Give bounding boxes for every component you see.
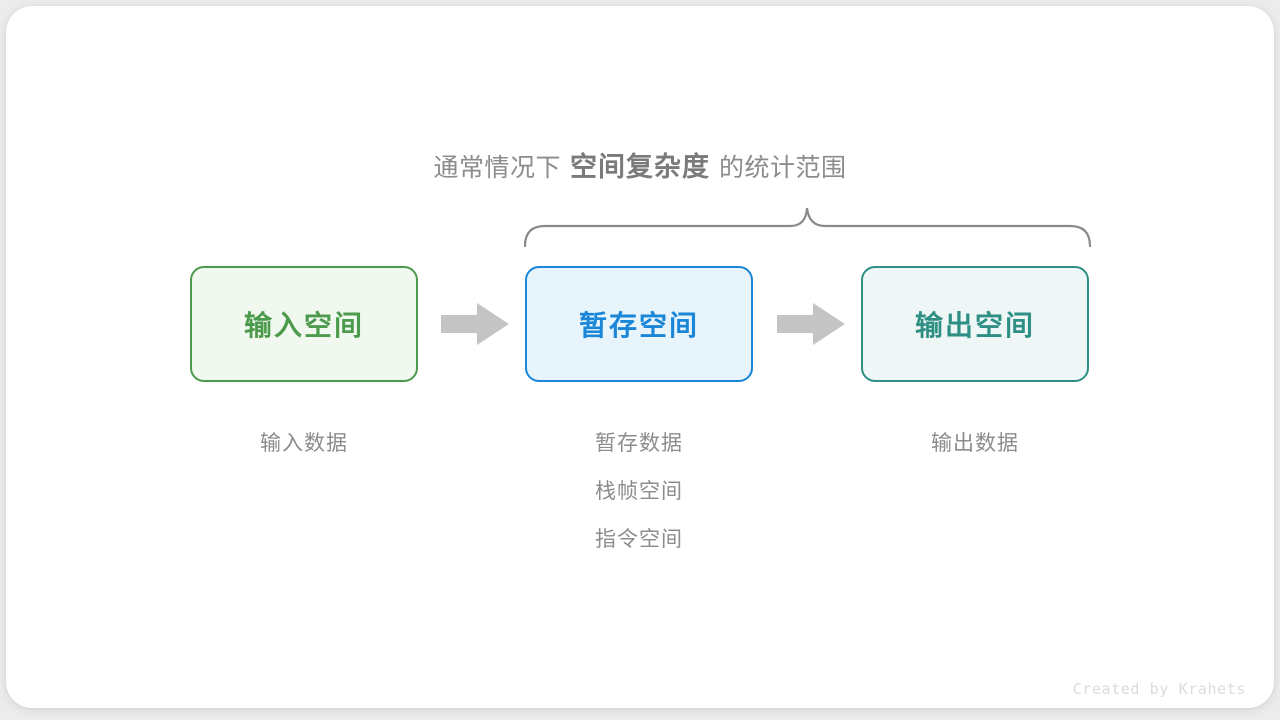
scope-heading-emphasis: 空间复杂度 xyxy=(570,152,710,182)
box-output-space-label: 输出空间 xyxy=(914,310,1035,341)
caption-line: 输入数据 xyxy=(260,432,348,455)
caption-line: 指令空间 xyxy=(595,528,683,551)
watermark-credit: Created by Krahets xyxy=(1072,680,1246,698)
caption-output-space: 输出数据 xyxy=(861,420,1089,468)
box-output-space[interactable]: 输出空间 xyxy=(861,266,1089,382)
caption-line: 输出数据 xyxy=(931,432,1019,455)
arrow-right-icon-input-to-temp xyxy=(441,303,509,345)
scope-heading-suffix: 的统计范围 xyxy=(719,154,847,182)
caption-line: 栈帧空间 xyxy=(595,480,683,503)
box-temp-space-label: 暂存空间 xyxy=(578,310,699,341)
caption-line: 暂存数据 xyxy=(595,432,683,455)
scope-heading-prefix: 通常情况下 xyxy=(433,154,561,182)
scope-heading: 通常情况下空间复杂度的统计范围 xyxy=(0,148,1280,187)
caption-input-space: 输入数据 xyxy=(190,420,418,468)
caption-temp-space: 暂存数据 栈帧空间 指令空间 xyxy=(525,420,753,564)
box-input-space-label: 输入空间 xyxy=(243,310,364,341)
box-temp-space[interactable]: 暂存空间 xyxy=(525,266,753,382)
statistical-scope-brace xyxy=(523,207,1092,248)
box-input-space[interactable]: 输入空间 xyxy=(190,266,418,382)
arrow-right-icon-temp-to-output xyxy=(777,303,845,345)
